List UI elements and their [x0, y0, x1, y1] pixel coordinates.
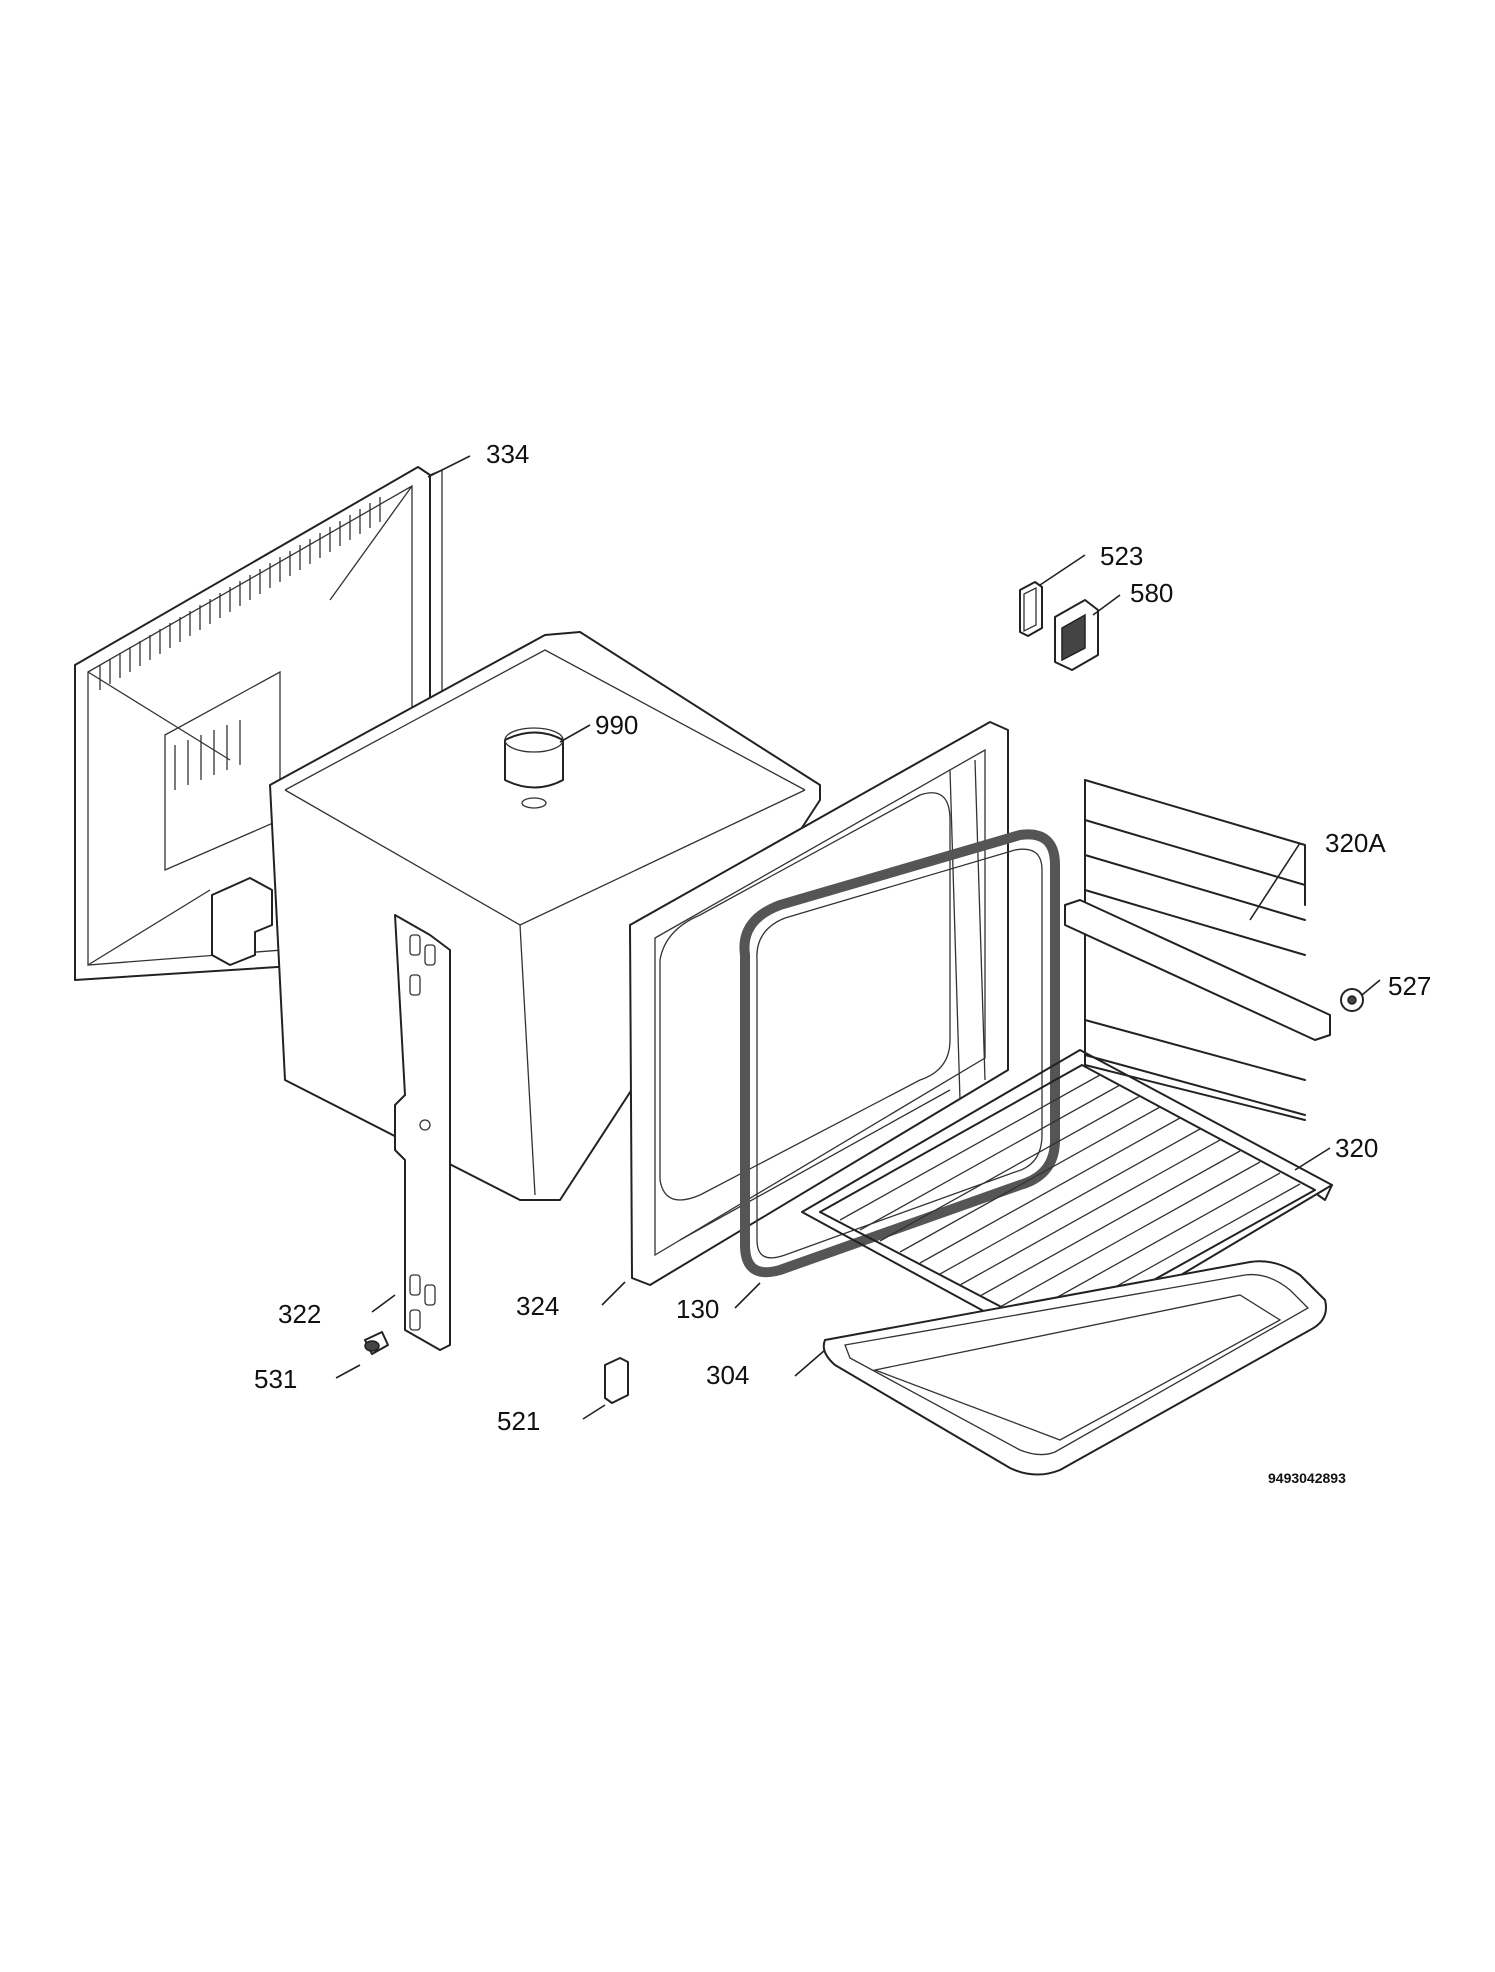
callout-320: 320	[1335, 1133, 1378, 1163]
callout-304: 304	[706, 1360, 749, 1390]
callout-320A: 320A	[1325, 828, 1386, 858]
callout-527: 527	[1388, 971, 1431, 1001]
part-521-cover[interactable]	[604, 1357, 629, 1404]
callout-990: 990	[595, 710, 638, 740]
rear-panel-vents	[99, 497, 381, 790]
part-322-side-rail[interactable]	[394, 914, 451, 1351]
callout-521: 521	[497, 1406, 540, 1436]
part-580-lamp-holder[interactable]	[1054, 599, 1099, 671]
callout-334: 334	[486, 439, 529, 469]
callout-531: 531	[254, 1364, 297, 1394]
part-523-clip[interactable]	[1019, 581, 1043, 637]
callout-322: 322	[278, 1299, 321, 1329]
part-304-baking-tray[interactable]	[822, 1260, 1327, 1476]
callout-580: 580	[1130, 578, 1173, 608]
callout-523: 523	[1100, 541, 1143, 571]
drawing-code: 9493042893	[1268, 1470, 1346, 1486]
part-527-nut[interactable]	[1340, 988, 1364, 1012]
callout-324: 324	[516, 1291, 559, 1321]
leader-lines	[335, 455, 1381, 1420]
part-130-door-gasket[interactable]	[739, 829, 1060, 1278]
part-320A-shelf-support[interactable]	[1064, 779, 1331, 1121]
part-531-screw[interactable]	[364, 1331, 389, 1355]
callout-labels: 334 523 580 990 320A 527 320 322 324 130…	[254, 439, 1431, 1486]
callout-130: 130	[676, 1294, 719, 1324]
cavity-side-bracket	[211, 877, 273, 966]
